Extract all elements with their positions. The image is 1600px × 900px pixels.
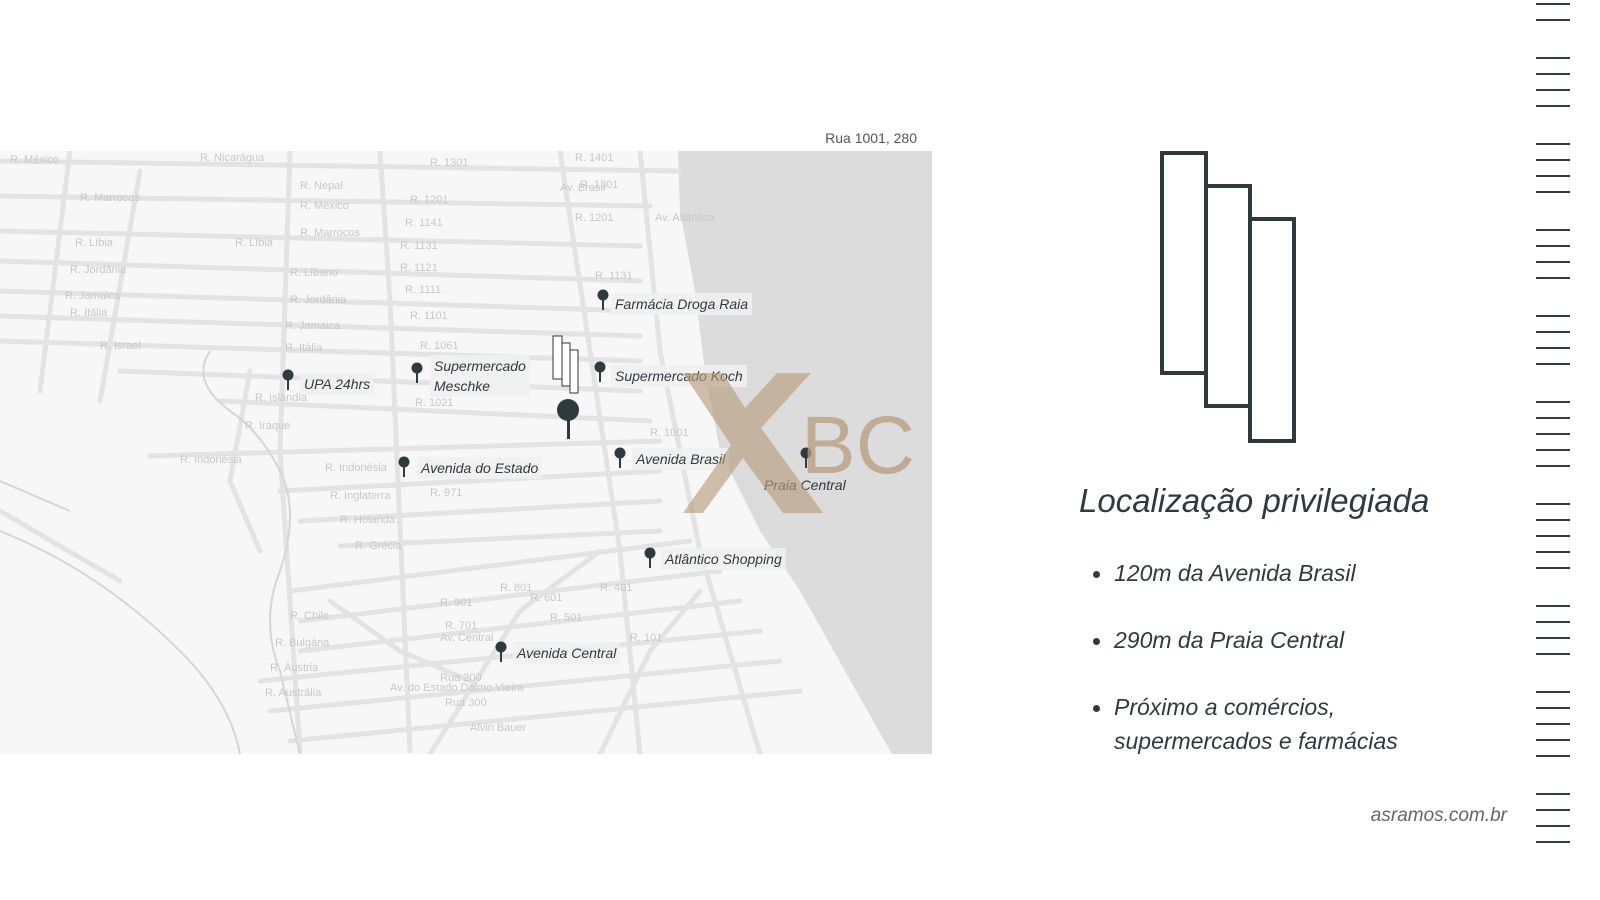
street-label: R. México <box>10 154 59 166</box>
street-label: R. Holanda <box>340 514 396 526</box>
decorative-ruler <box>1536 3 1570 843</box>
street-label: R. 1121 <box>400 262 438 274</box>
street-label: R. Líbia <box>235 237 274 249</box>
street-label: R. 1201 <box>575 212 614 224</box>
street-label: Rua 200 <box>440 672 482 684</box>
street-label: R. Jamaica <box>285 320 341 332</box>
street-label: R. 1301 <box>430 157 469 169</box>
street-label: R. Jamaica <box>65 290 121 302</box>
street-label: R. Nicarágua <box>200 152 265 164</box>
street-label: R. 1061 <box>420 340 459 352</box>
street-label: R. Áustria <box>270 661 319 674</box>
map-pin-icon[interactable] <box>593 361 607 383</box>
street-label: R. 701 <box>445 620 477 632</box>
street-label: R. Indonésia <box>180 454 243 466</box>
street-label: R. Líbia <box>75 237 114 249</box>
feature-item: 120m da Avenida Brasil <box>1092 556 1432 590</box>
street-label: R. Chile <box>290 610 329 622</box>
map-pin-icon[interactable] <box>596 289 610 311</box>
street-label: R. Indonésia <box>325 462 388 474</box>
feature-item: Próximo a comércios, supermercados e far… <box>1092 690 1432 758</box>
street-label: R. 1101 <box>410 310 448 322</box>
street-label: R. 1131 <box>400 240 438 252</box>
building-logo-icon <box>1160 151 1296 443</box>
map-pin-icon[interactable] <box>613 447 627 469</box>
pin-label-upa[interactable]: UPA 24hrs <box>300 373 375 395</box>
feature-list: 120m da Avenida Brasil 290m da Praia Cen… <box>1092 556 1432 791</box>
street-label: R. Jordânia <box>70 264 127 276</box>
map-pin-icon[interactable] <box>410 362 424 384</box>
street-label: R. 801 <box>500 582 532 594</box>
street-label: R. Nepal <box>300 180 343 192</box>
pin-label-avenida-brasil[interactable]: Avenida Brasil <box>632 448 730 470</box>
street-label: R. Marrocos <box>80 192 140 204</box>
street-label: R. 901 <box>440 597 472 609</box>
building-marker-icon <box>552 335 579 439</box>
map-pin-icon[interactable] <box>643 547 657 569</box>
street-label: Av. Atlântica <box>655 212 715 224</box>
pin-label-atlantico-shopping[interactable]: Atlântico Shopping <box>661 548 786 570</box>
street-label: R. 1201 <box>410 194 449 206</box>
pin-label-avenida-estado[interactable]: Avenida do Estado <box>417 457 543 479</box>
map-pin-icon[interactable] <box>494 641 508 663</box>
feature-item: 290m da Praia Central <box>1092 623 1432 657</box>
street-label: R. 1001 <box>650 427 689 439</box>
street-label: R. 1401 <box>575 152 614 164</box>
pin-label-meschke[interactable]: Supermercado Meschke <box>430 355 530 397</box>
street-label: R. Jordânia <box>290 294 347 306</box>
street-label: R. Itália <box>70 307 108 319</box>
map-pin-icon[interactable] <box>397 456 411 478</box>
street-label: R. Marrocos <box>300 227 360 239</box>
street-label: Alvin Bauer <box>470 722 527 734</box>
street-label: R. 601 <box>530 592 562 604</box>
street-label: R. 401 <box>600 582 632 594</box>
street-label: R. 1301 <box>580 179 619 191</box>
map-pin-icon[interactable] <box>281 369 295 391</box>
street-label: R. 971 <box>430 487 462 499</box>
street-label: R. Islândia <box>255 392 308 404</box>
street-label: R. Líbano <box>290 267 338 279</box>
street-label: Av. Central <box>440 632 493 644</box>
xbc-logo: BC <box>683 373 915 513</box>
street-label: R. Bulgária <box>275 637 330 649</box>
street-label: R. México <box>300 200 349 212</box>
pin-label-avenida-central[interactable]: Avenida Central <box>513 642 621 664</box>
street-label: Av. do Estado Dalmo Vieira <box>390 682 524 694</box>
map-address: Rua 1001, 280 <box>825 130 917 146</box>
map-pin-icon[interactable] <box>799 447 813 469</box>
street-label: R. 1131 <box>595 270 633 282</box>
street-label: R. Inglaterra <box>330 490 391 502</box>
street-label: R. Itália <box>285 342 323 354</box>
street-label: R. 1021 <box>415 397 454 409</box>
section-heading: Localização privilegiada <box>1079 482 1430 519</box>
street-label: R. 101 <box>630 632 662 644</box>
street-label: Av. Brasil <box>560 182 605 194</box>
street-label: R. 1111 <box>405 284 441 296</box>
street-label: Rua 300 <box>445 697 487 709</box>
street-label: R. 501 <box>550 612 582 624</box>
street-label: R. Israel <box>100 340 141 352</box>
xbc-logo-text: BC <box>801 400 915 491</box>
website-link[interactable]: asramos.com.br <box>1370 805 1507 826</box>
street-label: R. 1141 <box>405 217 443 229</box>
pin-label-farmacia[interactable]: Farmácia Droga Raia <box>611 293 753 315</box>
street-label: R. Grécia <box>355 540 402 552</box>
street-label: R. Austrália <box>265 687 322 699</box>
street-label: R. Iraque <box>245 420 290 432</box>
